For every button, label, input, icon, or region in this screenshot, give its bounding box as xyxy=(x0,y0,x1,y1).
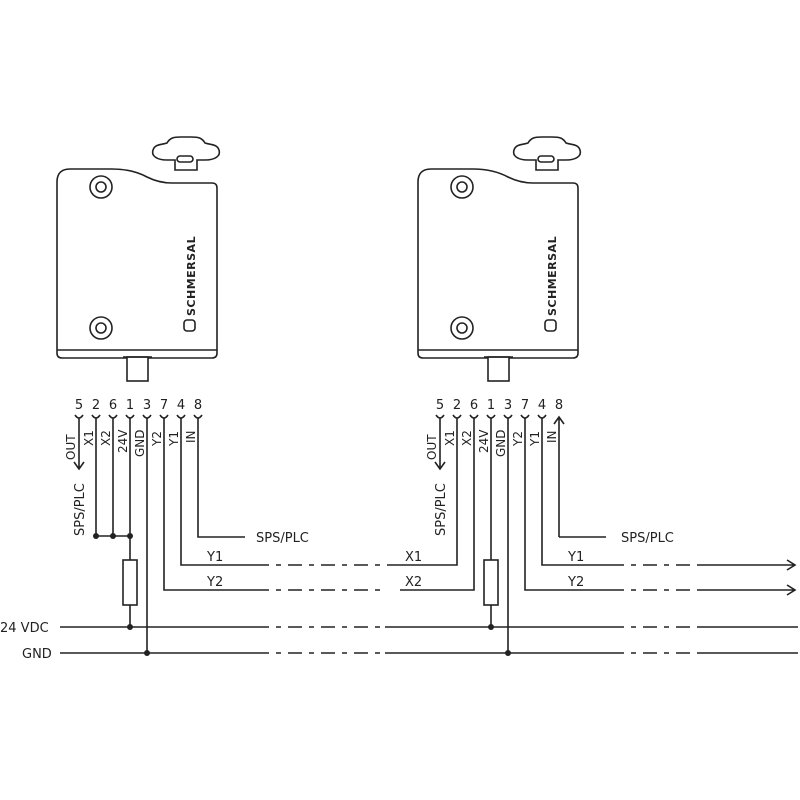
pin-connectors xyxy=(435,414,547,419)
pin-label: Y2 xyxy=(511,431,525,447)
pin-number: 3 xyxy=(504,398,512,413)
ground-rail-label: GND xyxy=(22,647,52,662)
pin-label: GND xyxy=(133,429,147,457)
in-source-label: SPS/PLC xyxy=(621,531,674,546)
safety-switch-1: SCHMERSAL 5 2 6 1 3 7 4 8 OUT X1 X2 24V … xyxy=(56,136,385,656)
pin-label: X1 xyxy=(443,430,457,446)
in-source-label: SPS/PLC xyxy=(256,531,309,546)
pin-number: 7 xyxy=(521,398,529,413)
brand-logo: SCHMERSAL xyxy=(546,236,559,316)
wire-label-y2: Y2 xyxy=(567,575,584,590)
wires xyxy=(73,418,385,653)
pin-number: 5 xyxy=(75,398,83,413)
pin-label: Y2 xyxy=(150,431,164,447)
pin-numbers: 5 2 6 1 3 7 4 8 xyxy=(436,398,563,413)
wire-label-y1: Y1 xyxy=(206,550,223,565)
fuse xyxy=(483,559,499,606)
pin-label: IN xyxy=(545,430,559,443)
wire-label-x1: X1 xyxy=(405,550,422,565)
pin-number: 1 xyxy=(487,398,495,413)
pin-labels: OUT X1 X2 24V GND Y2 Y1 IN xyxy=(425,429,559,460)
pin-label: Y1 xyxy=(167,431,181,447)
pin-number: 7 xyxy=(160,398,168,413)
pin-number: 2 xyxy=(92,398,100,413)
wire-label-x2: X2 xyxy=(405,575,422,590)
pin-label: 24V xyxy=(116,429,130,453)
wires xyxy=(387,415,797,653)
pin-number: 8 xyxy=(555,398,563,413)
pin-number: 8 xyxy=(194,398,202,413)
wire-label-y2: Y2 xyxy=(206,575,223,590)
brand-logo: SCHMERSAL xyxy=(185,236,198,316)
pin-label: OUT xyxy=(425,434,439,460)
ground-rail: GND xyxy=(22,647,798,662)
pin-connectors xyxy=(74,414,203,419)
supply-rail: 24 VDC xyxy=(0,621,798,636)
out-target-label: SPS/PLC xyxy=(434,483,449,536)
pin-label: OUT xyxy=(64,434,78,460)
safety-switch-2: SCHMERSAL 5 2 6 1 3 7 4 8 OUT X1 X2 24V … xyxy=(387,136,797,656)
pin-number: 4 xyxy=(538,398,546,413)
pin-number: 4 xyxy=(177,398,185,413)
pin-number: 5 xyxy=(436,398,444,413)
pin-label: X1 xyxy=(82,430,96,446)
fuse xyxy=(122,559,138,606)
pin-number: 6 xyxy=(470,398,478,413)
wire-label-y1: Y1 xyxy=(567,550,584,565)
supply-rail-label: 24 VDC xyxy=(0,621,49,636)
pin-label: X2 xyxy=(99,430,113,446)
pin-numbers: 5 2 6 1 3 7 4 8 xyxy=(75,398,202,413)
pin-number: 6 xyxy=(109,398,117,413)
pin-labels: OUT X1 X2 24V GND Y2 Y1 IN xyxy=(64,429,198,460)
pin-number: 2 xyxy=(453,398,461,413)
pin-label: X2 xyxy=(460,430,474,446)
out-target-label: SPS/PLC xyxy=(73,483,88,536)
pin-label: Y1 xyxy=(528,431,542,447)
pin-label: IN xyxy=(184,430,198,443)
pin-label: 24V xyxy=(477,429,491,453)
pin-number: 3 xyxy=(143,398,151,413)
pin-label: GND xyxy=(494,429,508,457)
pin-number: 1 xyxy=(126,398,134,413)
